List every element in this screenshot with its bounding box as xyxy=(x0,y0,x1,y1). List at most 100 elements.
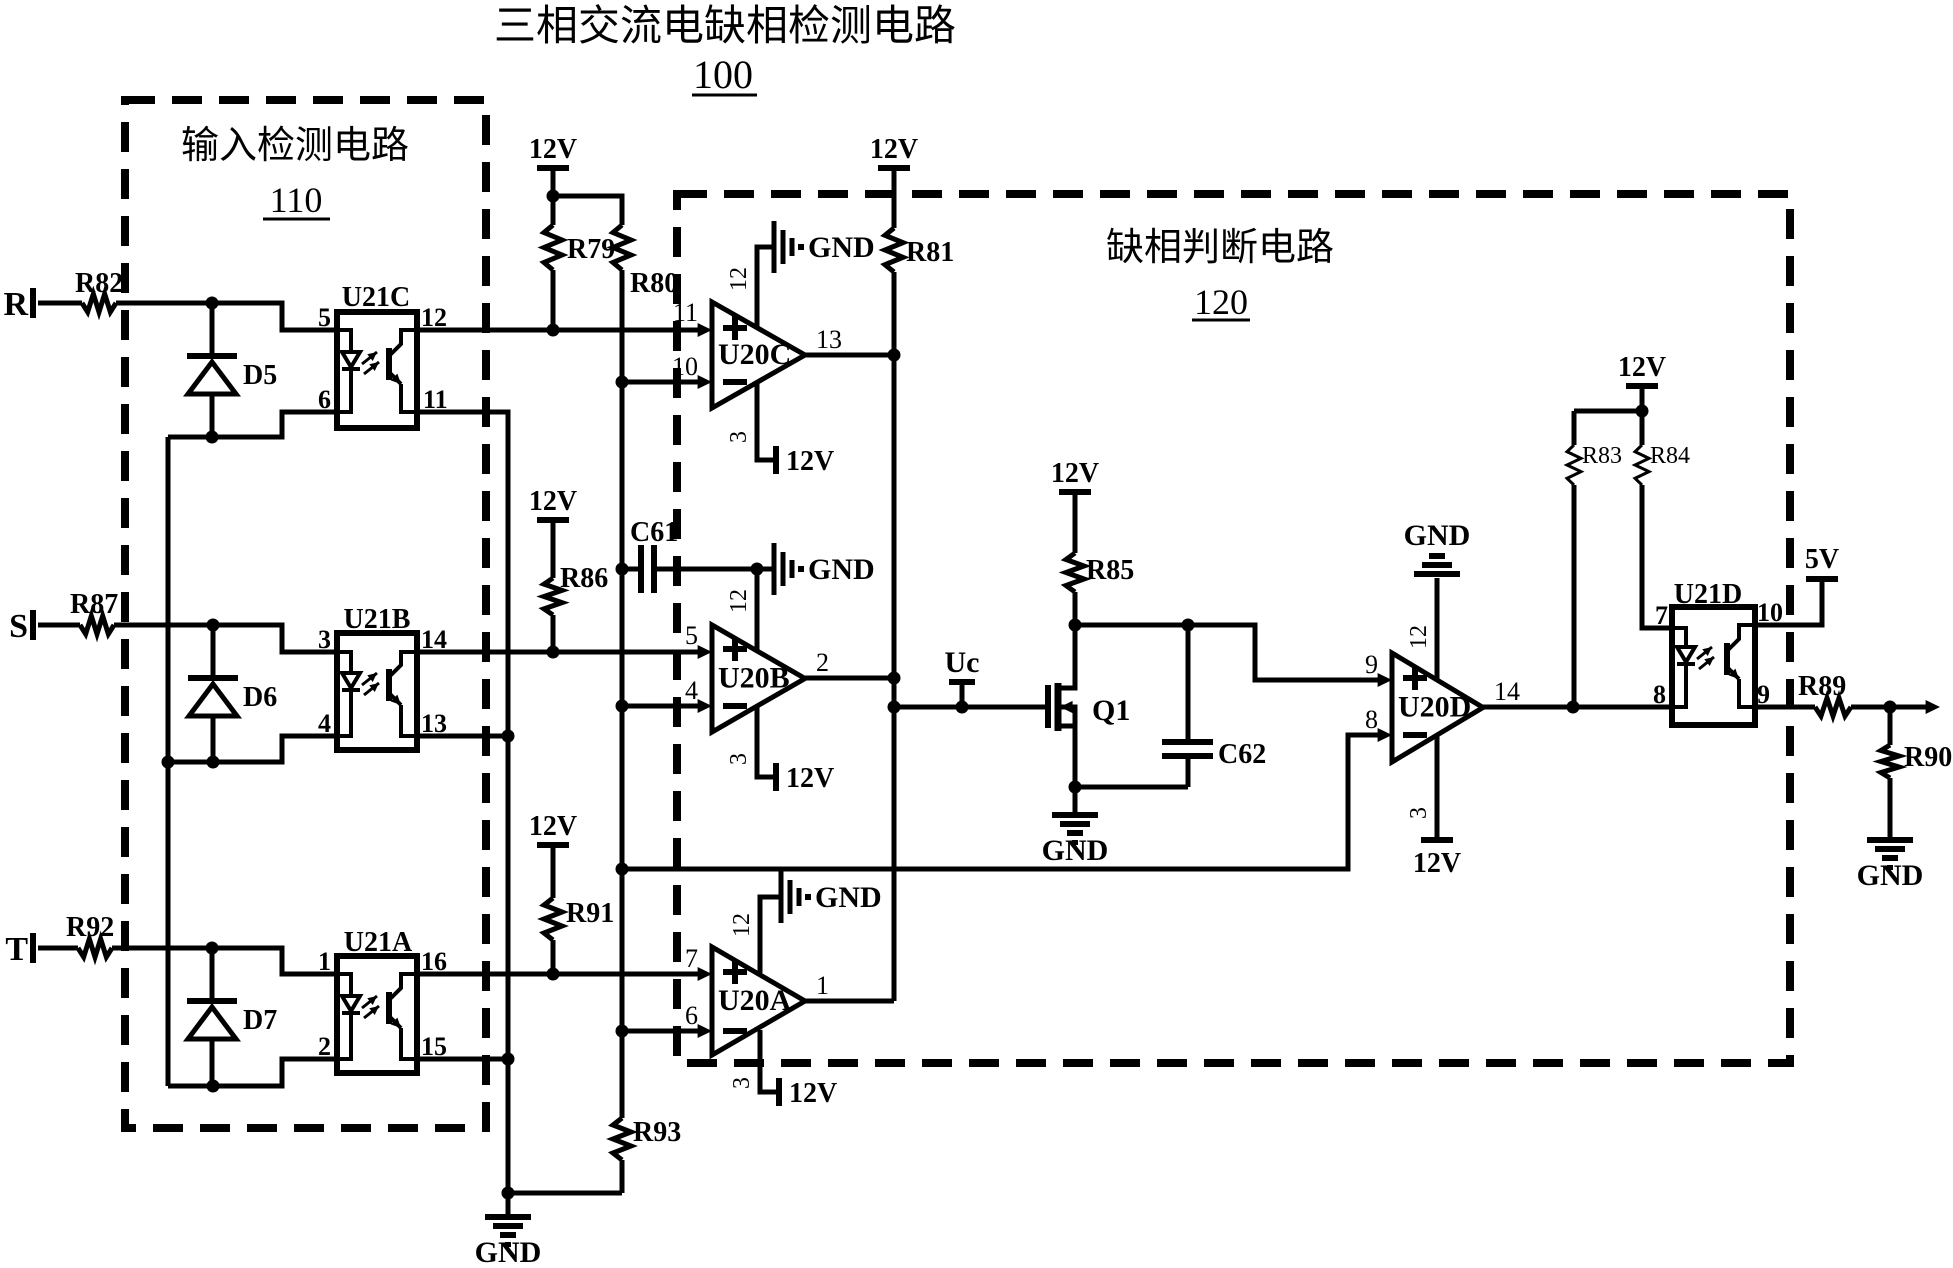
signal-arrow xyxy=(697,323,712,337)
supply-12v-u20b xyxy=(773,763,779,791)
supply-12v-u20a: 12V xyxy=(789,1078,837,1109)
terminal-S xyxy=(30,610,36,640)
wire xyxy=(553,193,625,225)
pin-u21d-9: 9 xyxy=(1757,680,1770,709)
signal-arrow xyxy=(697,967,712,981)
pin-u20c-plus: 11 xyxy=(673,298,698,327)
gnd-r90 xyxy=(1887,865,1893,870)
U21D-emitter-arrow xyxy=(1728,668,1739,679)
ref-R84: R84 xyxy=(1650,443,1690,469)
resistor-R86 xyxy=(536,575,570,618)
resistor-R89 xyxy=(1812,690,1854,724)
resistor-R82 xyxy=(79,285,119,321)
resistor-R79 xyxy=(537,223,569,272)
gnd-q1 xyxy=(1072,840,1078,845)
resistor-R93 xyxy=(606,1116,638,1162)
junction-dot xyxy=(501,1186,515,1200)
ref-R85: R85 xyxy=(1086,555,1134,586)
pin-u20b-3: 3 xyxy=(726,753,752,765)
resistor-R91 xyxy=(537,896,569,942)
U21A-led-cathode xyxy=(337,1013,353,1061)
ref-U20B: U20B xyxy=(718,662,790,695)
junction-dot xyxy=(205,296,219,310)
supply-12v-r85 xyxy=(1059,489,1091,495)
junction-dot xyxy=(206,755,220,769)
section-110-number: 110 xyxy=(270,180,323,220)
optocoupler-U21A xyxy=(334,953,420,1076)
junction-dot xyxy=(501,729,515,743)
pin-u21b-14: 14 xyxy=(421,625,447,654)
supply-12v-u20d xyxy=(1421,837,1453,843)
supply-12v-r91 xyxy=(537,842,569,848)
pin-u21c-6: 6 xyxy=(318,385,331,414)
signal-arrow xyxy=(1377,728,1392,742)
supply-5v-u21d xyxy=(1806,576,1838,582)
pin-u20c-out: 13 xyxy=(816,325,842,354)
wire xyxy=(757,894,779,973)
junction-dot xyxy=(1068,780,1082,794)
pin-u20d-3: 3 xyxy=(1406,807,1432,819)
U21C-led-cathode xyxy=(337,369,353,414)
pin-u20b-out: 2 xyxy=(816,648,829,677)
junction-dot xyxy=(750,562,764,576)
U21B-emitter-arrow xyxy=(390,694,401,705)
supply-12v-r86: 12V xyxy=(529,486,577,517)
pin-u21a-15: 15 xyxy=(421,1032,447,1061)
supply-12v-r86 xyxy=(537,517,569,523)
wire xyxy=(622,732,1380,872)
terminal-T xyxy=(30,933,36,963)
U21B-arrow xyxy=(369,683,379,693)
pin-u21c-11: 11 xyxy=(423,385,448,414)
section-120-label: 缺相判断电路 xyxy=(1106,227,1334,269)
junction-dot xyxy=(546,189,560,203)
pin-u20c-12: 12 xyxy=(726,267,752,291)
diode-D7 xyxy=(183,1002,241,1042)
junction-dot xyxy=(955,700,969,714)
wire xyxy=(116,300,337,333)
ref-R83: R83 xyxy=(1582,443,1622,469)
ref-U20C: U20C xyxy=(718,338,791,371)
junction-dot xyxy=(615,699,629,713)
ref-R89: R89 xyxy=(1798,671,1846,702)
pin-u21b-4: 4 xyxy=(318,709,331,738)
pin-u21a-2: 2 xyxy=(318,1032,331,1061)
ref-D6: D6 xyxy=(243,682,277,713)
gnd-rail xyxy=(505,1242,511,1247)
ref-U21D: U21D xyxy=(1674,579,1742,610)
resistor-R83 xyxy=(1563,443,1585,487)
pin-u21a-1: 1 xyxy=(318,947,331,976)
wire xyxy=(168,1056,337,1089)
resistor-R90 xyxy=(1872,742,1908,781)
junction-dot xyxy=(615,562,629,576)
ref-R82: R82 xyxy=(75,268,123,299)
resistor-R85 xyxy=(1058,550,1092,595)
ref-R79: R79 xyxy=(567,234,615,265)
ref-R93: R93 xyxy=(633,1117,681,1148)
pin-u20b-plus: 5 xyxy=(685,621,698,650)
pin-u20c-3: 3 xyxy=(726,431,752,443)
U21B-emitter xyxy=(399,705,417,738)
ref-Uc: Uc xyxy=(945,646,980,679)
pin-u21c-12: 12 xyxy=(421,303,447,332)
junction-dot xyxy=(615,1024,629,1038)
pin-u20b-minus: 4 xyxy=(685,676,698,705)
ref-U21A: U21A xyxy=(344,927,413,958)
section-110-label: 输入检测电路 xyxy=(181,125,409,167)
U21D-led xyxy=(1673,645,1699,666)
resistor-R81 xyxy=(878,226,910,274)
supply-12v-u20d: 12V xyxy=(1413,848,1461,879)
junction-dot xyxy=(887,348,901,362)
signal-arrow xyxy=(697,1024,712,1038)
terminal-T-label: T xyxy=(5,931,28,968)
supply-12v-r81 xyxy=(878,165,910,171)
ref-U20D: U20D xyxy=(1398,691,1471,724)
junction-dot xyxy=(1566,700,1580,714)
ref-R90: R90 xyxy=(1904,742,1952,773)
gnd-u20c-label: GND xyxy=(808,231,875,264)
gnd-u20b xyxy=(798,566,804,572)
junction-dot xyxy=(615,862,629,876)
resistor-R87 xyxy=(77,607,117,643)
ref-U20A: U20A xyxy=(718,984,792,1017)
U21D-emitter xyxy=(1737,679,1755,709)
U21D-arrow xyxy=(1704,657,1714,667)
